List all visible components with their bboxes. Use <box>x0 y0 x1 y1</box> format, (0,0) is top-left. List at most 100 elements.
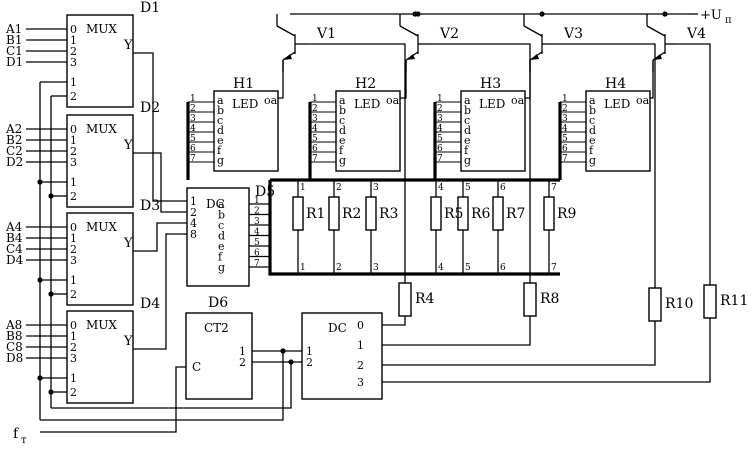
segment-resistor <box>430 196 442 231</box>
decoder-input-pin-label: 4 <box>190 217 197 230</box>
counter-output-pin: 1 <box>239 345 246 358</box>
mux-data-pin-label: 2 <box>70 45 77 58</box>
mux-title: MUX <box>86 22 117 36</box>
segment-resistor-label: R9 <box>557 206 576 222</box>
display-pin-number: 1 <box>312 94 318 104</box>
address-decoder-block <box>301 312 383 400</box>
mux-output-label: Y <box>123 334 133 349</box>
display-pin-number: 3 <box>562 114 568 124</box>
junction-dot <box>48 291 54 297</box>
transistor-collector <box>276 25 296 37</box>
clock-input-wire <box>40 366 186 433</box>
address-decoder-output: 3 <box>357 376 364 389</box>
led-display-block <box>335 90 401 172</box>
segment-resistor <box>365 196 377 231</box>
display-segment-letter: a <box>464 94 471 107</box>
decoder-output-pin: 4 <box>254 228 260 238</box>
display-segment-letter: b <box>339 104 346 117</box>
resistor-pin-bottom: 1 <box>300 263 306 273</box>
resistor-pin-bottom: 6 <box>500 263 506 273</box>
junction-dot <box>412 11 418 17</box>
display-pin-number: 7 <box>312 154 318 164</box>
decoder-input-pin-label: 1 <box>190 195 197 208</box>
decoder-to-resistor-wire <box>382 316 531 346</box>
mux-select-pin-label: 2 <box>70 386 77 399</box>
mux-block <box>66 310 134 404</box>
mux-input-name: D8 <box>6 351 23 365</box>
decoder-output-letter: a <box>218 198 225 211</box>
segment-resistor <box>492 196 504 231</box>
resistor-pin-bottom: 2 <box>336 263 342 273</box>
display-name-label: H1 <box>233 76 254 92</box>
mux-title: MUX <box>86 220 117 234</box>
decoder-output-pin: 5 <box>254 238 260 248</box>
resistor-pin-bottom: 7 <box>551 263 557 273</box>
display-pin-number: 1 <box>437 94 443 104</box>
clock-label-sub: т <box>21 435 27 446</box>
decoder-name-label: D5 <box>255 184 275 200</box>
decoder-output-pin: 6 <box>254 249 260 259</box>
display-pin-number: 5 <box>437 134 443 144</box>
base-resistor <box>398 282 412 317</box>
counter-block <box>185 312 253 400</box>
display-pin-number: 6 <box>312 144 318 154</box>
resistor-pin-bottom: 3 <box>373 263 379 273</box>
display-segment-letter: b <box>217 104 224 117</box>
display-segment-letter: c <box>464 114 470 127</box>
resistor-pin-top: 4 <box>438 183 444 193</box>
mux-input-name: C1 <box>6 44 23 58</box>
junction-dot <box>37 179 43 185</box>
display-pin-number: 5 <box>312 134 318 144</box>
components <box>66 14 717 404</box>
mux-data-pin-label: 3 <box>70 156 77 169</box>
display-pin-number: 1 <box>190 94 196 104</box>
transistor-label: V4 <box>686 26 706 42</box>
display-segment-letter: f <box>339 144 344 157</box>
base-resistor-label: R4 <box>415 291 435 307</box>
mux-block <box>66 14 134 108</box>
segment-resistor-label: R7 <box>506 206 525 222</box>
display-pin-number: 2 <box>190 104 196 114</box>
display-pin-number: 2 <box>562 104 568 114</box>
mux-data-pin-label: 1 <box>70 330 77 343</box>
decoder-to-resistor-wire <box>382 318 711 383</box>
transistor-collector <box>399 25 419 37</box>
supply-label: +U <box>700 8 722 23</box>
emitter-to-display <box>650 60 654 99</box>
mux-output-wire <box>133 152 187 213</box>
mux-name-label: D3 <box>140 198 160 214</box>
decoder-output-letter: e <box>218 240 225 253</box>
transistor-collector <box>523 25 543 37</box>
decoder-output-pin: 3 <box>254 217 260 227</box>
mux-block <box>66 212 134 306</box>
mux-input-name: B8 <box>6 329 22 343</box>
segment-resistor <box>457 196 469 231</box>
resistor-pin-top: 6 <box>500 183 506 193</box>
display-segment-letter: f <box>589 144 594 157</box>
display-segment-letter: b <box>464 104 471 117</box>
display-pin-number: 7 <box>562 154 568 164</box>
counter-output-pin: 2 <box>239 356 246 369</box>
address-decoder-title: DC <box>328 321 347 335</box>
display-segment-letter: b <box>589 104 596 117</box>
mux-name-label: D2 <box>140 100 160 116</box>
decoder-to-resistor-wire <box>382 321 656 366</box>
display-common-label: oa <box>386 94 400 107</box>
segment-resistor-label: R3 <box>379 206 398 222</box>
transistor-label: V3 <box>563 26 583 42</box>
junction-dot <box>37 277 43 283</box>
display-segment-letter: f <box>464 144 469 157</box>
transistor-emitter-arrow <box>283 54 292 60</box>
mux-input-name: A2 <box>5 122 22 136</box>
address-decoder-input: 2 <box>306 356 313 369</box>
transistor-label: V2 <box>439 26 459 42</box>
mux-data-pin-label: 0 <box>70 221 77 234</box>
clock-label: f <box>13 426 20 442</box>
decoder-output-pin: 2 <box>254 207 260 217</box>
display-pin-number: 4 <box>312 124 318 134</box>
mux-data-pin-label: 1 <box>70 34 77 47</box>
mux-name-label: D4 <box>140 296 160 312</box>
mux-input-name: A4 <box>5 220 23 234</box>
decoder-output-letter: f <box>218 251 223 264</box>
base-to-resistor-wire <box>677 43 711 285</box>
